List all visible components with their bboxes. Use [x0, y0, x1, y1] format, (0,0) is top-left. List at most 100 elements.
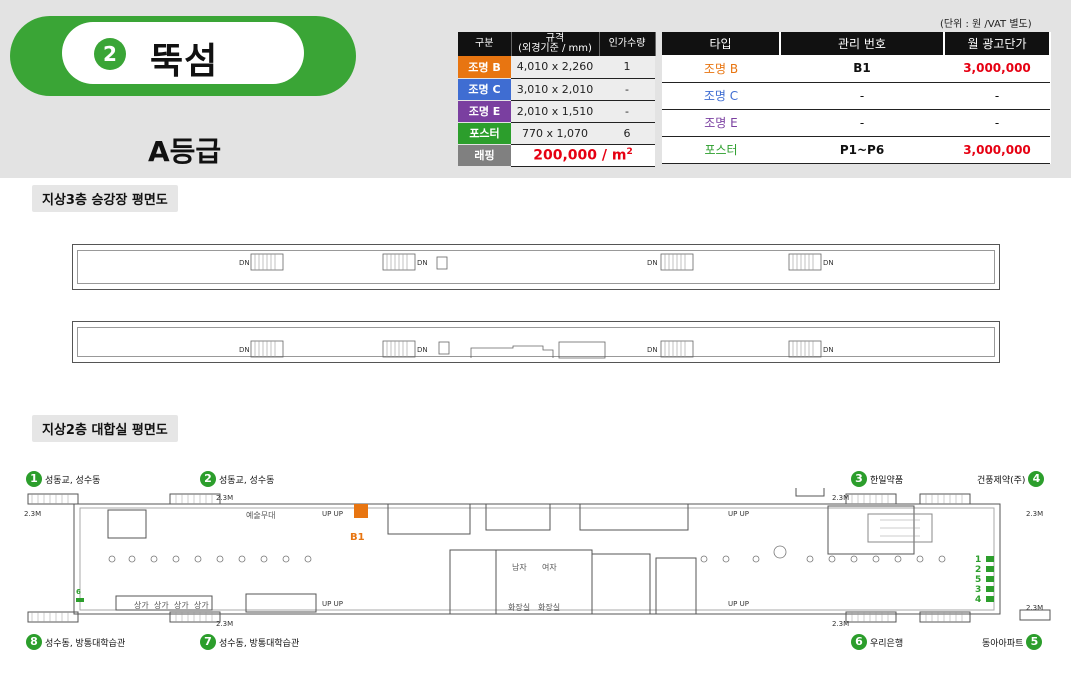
stair-dn-label: DN — [417, 346, 428, 354]
poster-stack-num: 3 — [975, 585, 981, 595]
stair-dn-label: DN — [647, 259, 658, 267]
station-grade: A등급 — [148, 135, 222, 168]
mgmt-header-price: 월 광고단가 — [944, 32, 1051, 55]
wrapping-price: 200,000 / m2 — [511, 144, 655, 167]
exit-number-icon: 6 — [851, 634, 867, 650]
up-label: UP UP — [322, 600, 343, 608]
spec-size: 2,010 x 1,510 — [511, 100, 599, 123]
mgmt-no: - — [780, 109, 944, 137]
mgmt-type: 포스터 — [662, 136, 780, 164]
floor2-label: 지상2층 대합실 평면도 — [32, 415, 178, 442]
exit-text: 우리은행 — [870, 638, 904, 649]
height-tag: 2.3M — [1026, 604, 1043, 612]
spec-size: 4,010 x 2,260 — [511, 56, 599, 79]
stair-dn-label: DN — [417, 259, 428, 267]
mgmt-header-type: 타입 — [662, 32, 781, 55]
mgmt-header-no: 관리 번호 — [780, 32, 945, 55]
line-number-icon: 2 — [94, 38, 126, 70]
mgmt-type: 조명 B — [662, 55, 780, 83]
exit-text: 성수동, 방통대학습관 — [219, 638, 300, 649]
stair-dn-label: DN — [239, 346, 250, 354]
wrapping-price-sup: 2 — [626, 146, 633, 157]
management-table: 타입 관리 번호 월 광고단가 조명 B B1 3,000,000 조명 C -… — [662, 32, 1051, 164]
platform-stairs-lower: DN DN DN DN — [239, 340, 834, 359]
spec-qty: 6 — [599, 122, 655, 145]
shop-label: 상가 — [154, 600, 169, 610]
station-name: 뚝섬 — [150, 41, 219, 82]
exit-4: 건풍제약(주)4 — [977, 471, 1045, 487]
height-tag: 2.3M — [832, 620, 849, 628]
stair-dn-label: DN — [239, 259, 250, 267]
exit-text: 성수동, 방통대학습관 — [45, 638, 126, 649]
table-row: 조명 E - - — [662, 109, 1050, 137]
height-tag: 2.3M — [216, 620, 233, 628]
poster-stack-num: 4 — [975, 595, 981, 605]
stair-dn-label: DN — [647, 346, 658, 354]
mgmt-price: 3,000,000 — [944, 55, 1050, 83]
mgmt-no: P1~P6 — [780, 136, 944, 164]
wrapping-price-value: 200,000 / m — [533, 147, 627, 164]
shop-label: 상가 — [174, 600, 189, 610]
table-row: 조명 C - - — [662, 82, 1050, 110]
shop-label: 상가 — [194, 600, 209, 610]
stage-label: 예술무대 — [246, 510, 275, 520]
spec-header-qty: 인가수량 — [599, 32, 656, 56]
spec-header-size-line2: (외경기준 / mm) — [518, 43, 592, 54]
exit-text: 동아아파트 — [982, 638, 1024, 649]
platform-inner — [77, 250, 995, 284]
exit-text: 성동교, 성수동 — [219, 475, 275, 486]
restroom-w-label: 여자 — [542, 562, 557, 572]
spec-type: 조명 E — [458, 100, 511, 123]
height-tag: 2.3M — [216, 494, 233, 502]
exit-number-icon: 4 — [1028, 471, 1045, 487]
floor3-label: 지상3층 승강장 평면도 — [32, 185, 178, 212]
table-row: 래핑 200,000 / m2 — [458, 144, 655, 167]
spec-qty: - — [599, 100, 655, 123]
table-row: 조명 B 4,010 x 2,260 1 — [458, 56, 655, 79]
height-tag: 2.3M — [1026, 510, 1043, 518]
ad-b1-spot — [354, 504, 368, 518]
spec-type: 조명 C — [458, 78, 511, 101]
b1-marker: B1 — [350, 532, 365, 543]
platform-plan-lower: DN DN DN DN — [72, 321, 1000, 363]
unit-note: (단위 : 원 /VAT 별도) — [940, 19, 1032, 30]
spec-qty: 1 — [599, 56, 655, 79]
shop-label: 상가 — [134, 600, 149, 610]
spec-header-type: 구분 — [458, 32, 512, 56]
spec-type: 포스터 — [458, 122, 511, 145]
mgmt-no: - — [780, 82, 944, 110]
restroom-m-label: 남자 — [512, 563, 527, 572]
mgmt-price: - — [944, 82, 1050, 110]
wrapping-label: 래핑 — [458, 144, 511, 167]
up-label: UP UP — [728, 510, 749, 518]
mgmt-type: 조명 E — [662, 109, 780, 137]
spec-qty: - — [599, 78, 655, 101]
table-row: 포스터 P1~P6 3,000,000 — [662, 136, 1050, 164]
up-label: UP UP — [728, 600, 749, 608]
spec-header-size: 규격 (외경기준 / mm) — [511, 32, 600, 56]
spec-type: 조명 B — [458, 56, 511, 79]
poster-stack-num: 5 — [975, 575, 981, 585]
platform-stairs-upper: DN DN DN DN — [239, 253, 834, 271]
concourse-plan: 2.3M 2.3M 2.3M 2.3M 2.3M 2.3M 2.3M UP UP… — [24, 488, 1051, 628]
table-row: 조명 E 2,010 x 1,510 - — [458, 100, 655, 123]
exit-text: 건풍제약(주) — [977, 475, 1026, 486]
poster-stack-num: 1 — [975, 555, 981, 565]
spec-size: 770 x 1,070 — [511, 122, 599, 145]
spec-header-size-line1: 규격 — [545, 33, 565, 44]
height-tag: 2.3M — [24, 510, 41, 518]
table-row: 조명 B B1 3,000,000 — [662, 55, 1050, 83]
restroom-w-label2: 화장실 — [538, 602, 560, 612]
exit-number-icon: 3 — [851, 471, 867, 487]
stair-dn-label: DN — [823, 259, 834, 267]
poster-stack-num: 2 — [975, 565, 981, 575]
mgmt-price: 3,000,000 — [944, 136, 1050, 164]
stair-dn-label: DN — [823, 346, 834, 354]
